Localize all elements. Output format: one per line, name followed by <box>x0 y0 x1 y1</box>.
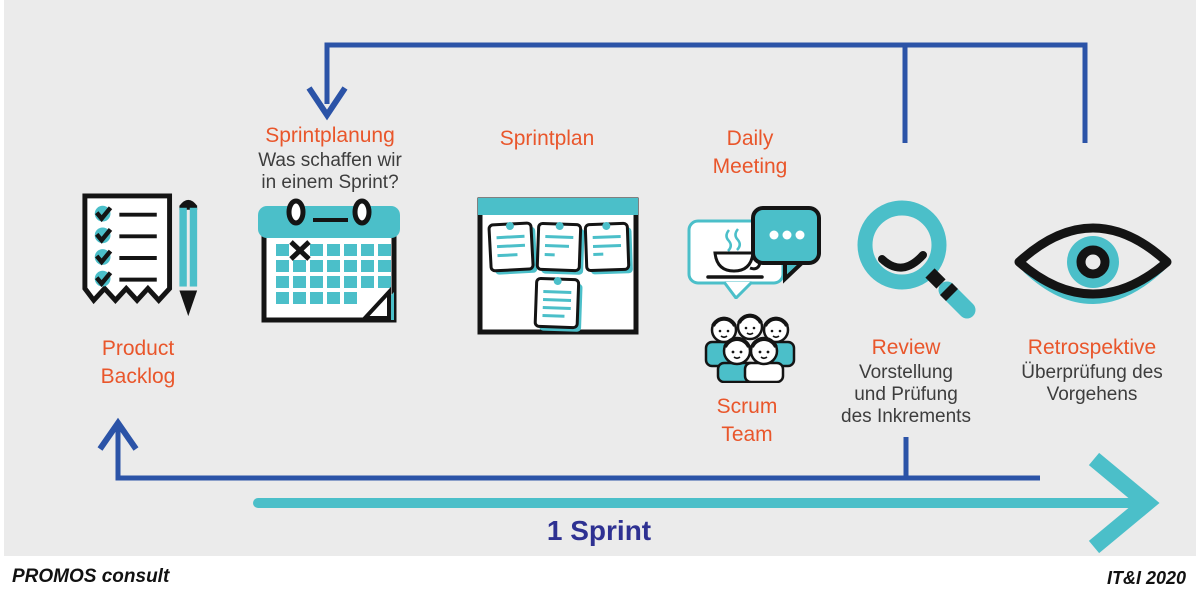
retrospektive-sub2: Vorgehens <box>1046 384 1138 405</box>
checklist-and-pencil-icon <box>82 193 198 317</box>
scrum-team-line1: Scrum <box>716 395 778 418</box>
task-board-icon <box>477 197 639 335</box>
sprintplan-label: Sprintplan <box>500 125 595 153</box>
calendar-grid <box>276 244 391 304</box>
coffee-and-chat-bubbles-icon <box>687 206 821 299</box>
scrum-team-label: Scrum Team <box>717 393 778 449</box>
eye-icon <box>1014 223 1172 304</box>
scrum-team-line2: Team <box>721 423 773 446</box>
daily-meeting-line1: Daily <box>726 127 774 150</box>
sprintplan-title: Sprintplan <box>499 127 595 150</box>
back-row <box>704 313 796 368</box>
footer-edition: IT&I 2020 <box>1106 568 1186 588</box>
front-row <box>716 336 785 383</box>
review-label: Review Vorstellung und Prüfung des Inkre… <box>841 334 971 428</box>
pencil <box>179 199 198 317</box>
sprintplanung-sub1: Was schaffen wir <box>258 150 402 171</box>
retrospektive-title: Retrospektive <box>1027 336 1157 359</box>
review-sub3: des Inkrements <box>841 406 971 427</box>
one-sprint-label: 1 Sprint <box>546 515 652 546</box>
review-sub1: Vorstellung <box>858 362 953 383</box>
retrospektive-label: Retrospektive Überprüfung des Vorgehens <box>1021 334 1163 406</box>
sprintplanung-title: Sprintplanung <box>265 124 395 147</box>
chat-bubble <box>751 206 821 284</box>
calendar-icon <box>258 198 400 323</box>
daily-meeting-label: Daily Meeting <box>713 125 788 181</box>
crossed-day-mark <box>289 240 311 261</box>
product-backlog-line1: Product <box>101 337 175 360</box>
checklist-rows <box>94 205 157 288</box>
magnifier-icon <box>857 200 976 319</box>
sticky-notes <box>487 221 633 332</box>
product-backlog-line2: Backlog <box>100 365 176 388</box>
daily-meeting-line2: Meeting <box>712 155 788 178</box>
sprintplanung-label: Sprintplanung Was schaffen wir in einem … <box>258 122 402 194</box>
product-backlog-label: Product Backlog <box>101 335 176 391</box>
people-group-icon <box>704 313 796 383</box>
folded-corner <box>360 286 394 320</box>
retrospektive-sub1: Überprüfung des <box>1021 362 1163 383</box>
footer-brand: PROMOS consult <box>12 566 170 587</box>
review-sub2: und Prüfung <box>854 384 958 405</box>
review-title: Review <box>871 336 941 359</box>
sprintplanung-sub2: in einem Sprint? <box>261 172 399 193</box>
